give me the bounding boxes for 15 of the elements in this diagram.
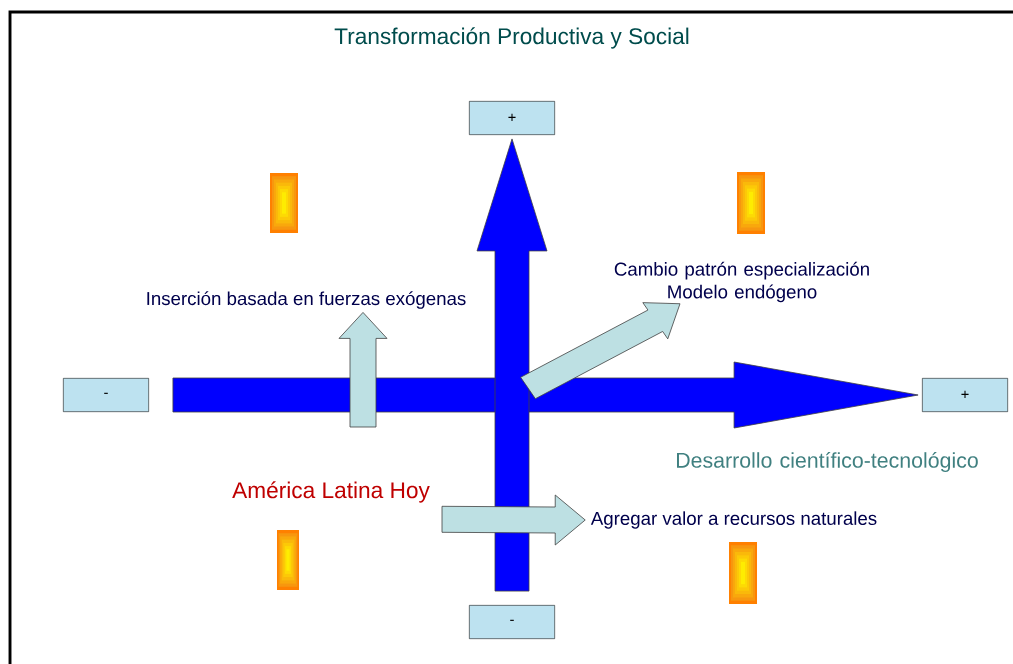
block-arrow [520,302,681,400]
sign-box: - [63,378,149,412]
text-label: Inserción basada en fuerzas exógenas [147,291,466,309]
block-arrow [172,361,919,429]
sign-box: + [922,378,1008,412]
block-arrow [476,138,548,592]
text-label: América Latina Hoy [232,481,430,503]
text-label: Cambio patrón especialización Modelo endógeno [614,261,869,303]
block-arrow [441,494,586,546]
block-arrow [338,312,388,428]
title: Transformación Productiva y Social [334,27,689,49]
sign-box: - [469,605,555,639]
text-label: Agregar valor a recursos naturales [590,511,877,529]
sign-box: + [469,101,555,135]
axis-label: Desarrollo científico-tecnológico [677,451,978,473]
